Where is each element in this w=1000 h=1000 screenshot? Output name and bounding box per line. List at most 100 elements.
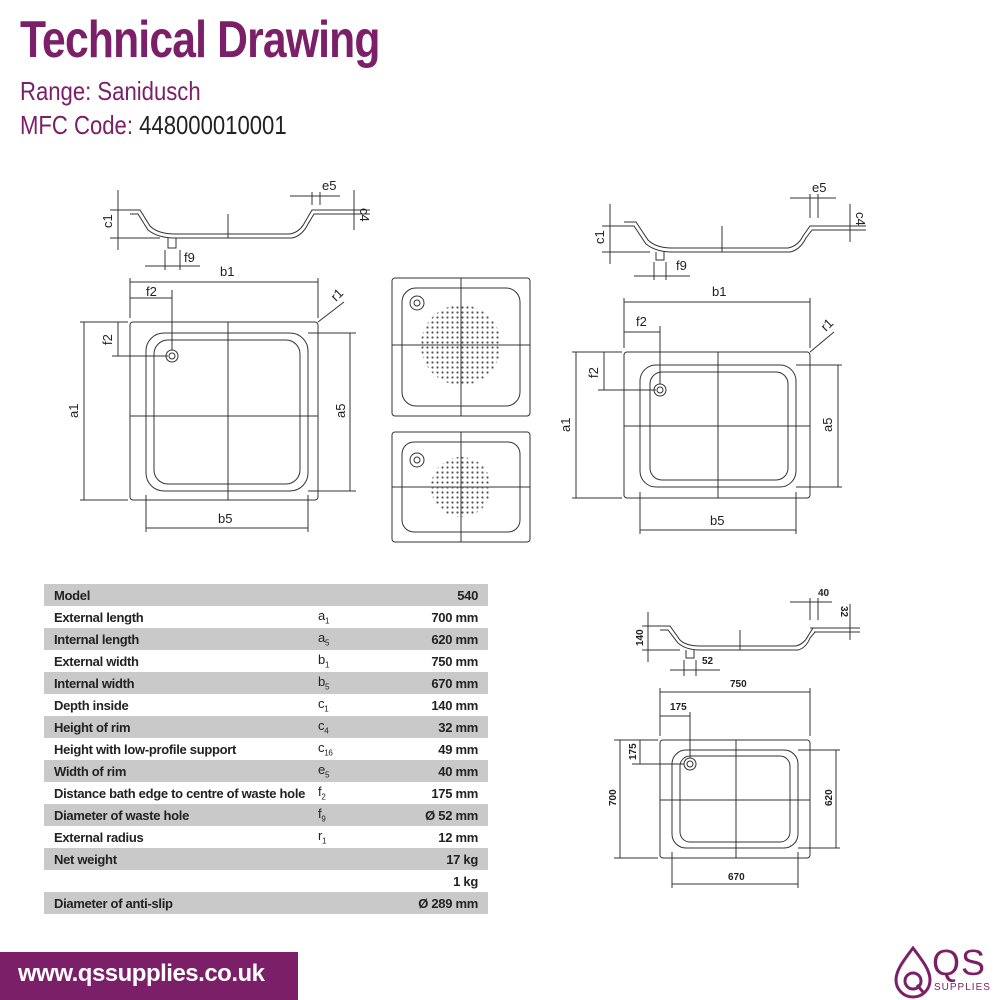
spec-value: 49 mm: [378, 738, 488, 760]
spec-label: Distance bath edge to centre of waste ho…: [44, 782, 318, 804]
spec-value: 175 mm: [378, 782, 488, 804]
mfc-label: MFC Code:: [20, 110, 133, 140]
spec-row: Distance bath edge to centre of waste ho…: [44, 782, 488, 804]
spec-label: Internal length: [44, 628, 318, 650]
dim-32: 32: [838, 606, 849, 618]
dim-52: 52: [702, 656, 714, 667]
label-r1-left: r1: [328, 285, 347, 304]
spec-symbol: f9: [318, 804, 378, 826]
spec-label: Height with low-profile support: [44, 738, 318, 760]
spec-value: 40 mm: [378, 760, 488, 782]
spec-label: [44, 870, 318, 892]
spec-value: 670 mm: [378, 672, 488, 694]
spec-symbol-letter: c: [318, 740, 325, 756]
label-e5-left: e5: [322, 178, 336, 193]
spec-label: Depth inside: [44, 694, 318, 716]
spec-symbol: r1: [318, 826, 378, 848]
label-c1-right: c1: [592, 230, 607, 244]
spec-symbol-letter: b: [318, 652, 325, 668]
spec-label: External length: [44, 606, 318, 628]
label-f2-side-right: f2: [586, 367, 601, 378]
label-b1-left: b1: [220, 264, 234, 279]
label-a1-right: a1: [558, 418, 573, 432]
spec-symbol-sub: 1: [324, 660, 330, 670]
spec-symbol-sub: 1: [322, 836, 327, 846]
label-f2-side-left: f2: [100, 334, 115, 345]
label-a5-right: a5: [820, 418, 835, 432]
spec-value: 12 mm: [378, 826, 488, 848]
spec-symbol: a1: [318, 606, 378, 628]
label-r1-right: r1: [818, 315, 837, 334]
spec-value: Ø 52 mm: [378, 804, 488, 826]
anti-slip-view-large: [391, 277, 531, 417]
drop-logo-icon: [894, 946, 932, 999]
dim-670: 670: [728, 872, 745, 883]
spec-symbol: c16: [318, 738, 378, 760]
spec-symbol-letter: e: [318, 762, 325, 778]
spec-symbol: a5: [318, 628, 378, 650]
spec-symbol-letter: a: [318, 608, 325, 624]
spec-label: Diameter of waste hole: [44, 804, 318, 826]
label-a1-left: a1: [66, 404, 81, 418]
dim-140: 140: [635, 629, 646, 646]
spec-symbol-sub: 5: [324, 638, 330, 648]
spec-symbol-sub: 1: [324, 616, 330, 626]
spec-label: External radius: [44, 826, 318, 848]
spec-symbol: e5: [318, 760, 378, 782]
spec-value: 17 kg: [378, 848, 488, 870]
right-plan-view: [572, 298, 842, 534]
label-e5-right: e5: [812, 180, 826, 195]
label-f9-right: f9: [676, 258, 687, 273]
qs-logo: QS SUPPLIES: [892, 942, 992, 1000]
spec-value: 700 mm: [378, 606, 488, 628]
spec-symbol-sub: 16: [324, 748, 333, 758]
spec-symbol: [318, 584, 378, 606]
spec-symbol-sub: 1: [324, 704, 329, 714]
spec-label: Net weight: [44, 848, 318, 870]
dim-40: 40: [818, 588, 830, 599]
spec-symbol: [318, 892, 378, 914]
label-a5-left: a5: [333, 404, 348, 418]
left-side-profile: [110, 190, 370, 270]
footer-url[interactable]: www.qssupplies.co.uk: [18, 960, 265, 987]
dim-750: 750: [730, 679, 747, 690]
spec-row: 1 kg: [44, 870, 488, 892]
spec-symbol: c4: [318, 716, 378, 738]
spec-symbol: c1: [318, 694, 378, 716]
label-b5-right: b5: [710, 513, 724, 528]
spec-symbol-sub: 2: [321, 792, 326, 802]
dim-620: 620: [824, 789, 835, 806]
spec-label: Width of rim: [44, 760, 318, 782]
spec-symbol-sub: 4: [324, 726, 329, 736]
small-side-profile: [642, 598, 860, 676]
small-plan-view: [614, 688, 840, 888]
anti-slip-view-small: [391, 431, 531, 543]
spec-symbol: [318, 870, 378, 892]
label-f9-left: f9: [184, 250, 195, 265]
spec-label: Diameter of anti-slip: [44, 892, 318, 914]
right-side-profile: [602, 194, 866, 280]
range-line: Range: Sanidusch: [20, 76, 201, 107]
label-b5-left: b5: [218, 511, 232, 526]
spec-label: Model: [44, 584, 318, 606]
spec-symbol-letter: a: [318, 630, 325, 646]
spec-value: 1 kg: [378, 870, 488, 892]
spec-symbol-sub: 9: [321, 814, 326, 824]
label-c4-right: c4: [853, 212, 868, 226]
dim-700: 700: [608, 789, 619, 806]
spec-value: 540: [378, 584, 488, 606]
mfc-line: MFC Code: 448000010001: [20, 110, 287, 141]
logo-subtext: SUPPLIES: [934, 982, 991, 993]
dim-175-side: 175: [628, 743, 639, 760]
spec-symbol-sub: 5: [324, 770, 330, 780]
spec-value: 32 mm: [378, 716, 488, 738]
spec-symbol-letter: f: [318, 784, 322, 800]
label-b1-right: b1: [712, 284, 726, 299]
